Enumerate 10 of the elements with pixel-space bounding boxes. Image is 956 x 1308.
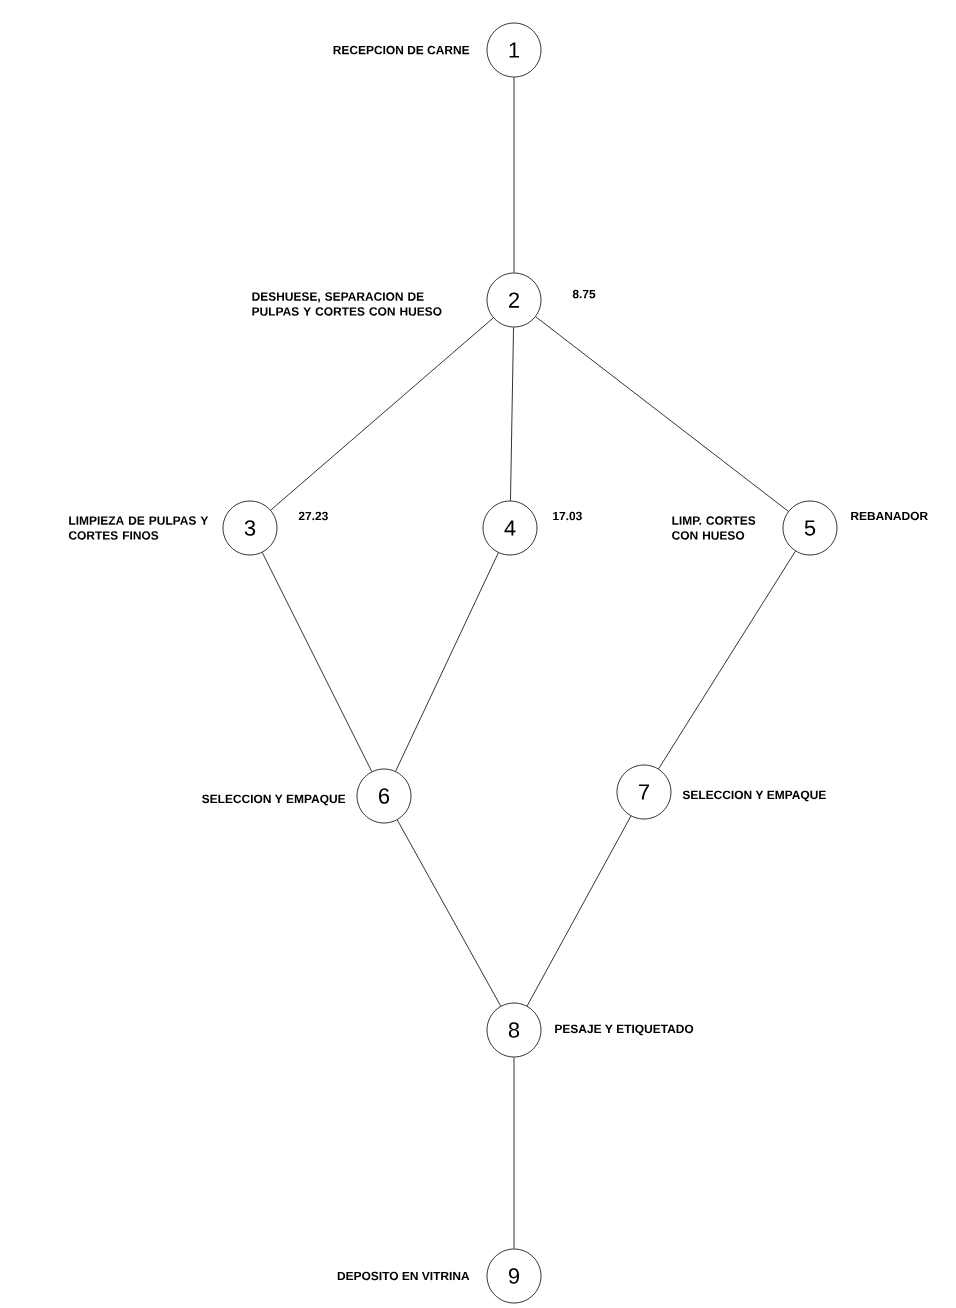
connector-line [513,1057,515,1249]
connector-line [513,77,515,273]
connector-line [526,815,632,1007]
connector-line [535,316,789,512]
connector-line [396,819,502,1007]
connector-line [261,552,373,772]
connector-line [270,317,494,511]
connector-line [395,552,499,772]
connector-line [510,327,514,501]
connector-line [658,550,796,770]
